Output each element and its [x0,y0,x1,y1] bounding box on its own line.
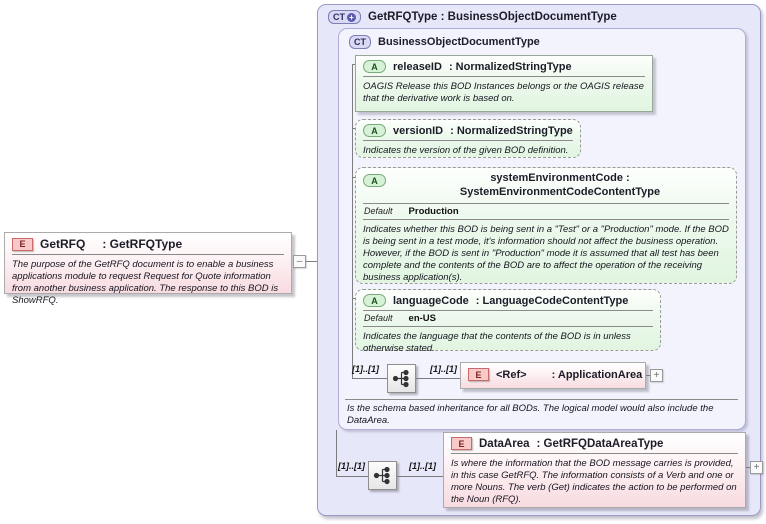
divider [363,202,729,204]
attribute-type: : LanguageCodeContentType [475,294,629,307]
spine-tick [352,64,355,65]
attribute-type: : NormalizedStringType [450,124,573,137]
default-label: Default [364,205,393,216]
element-name: GetRFQ [40,237,86,251]
divider [363,310,653,311]
divider [363,76,645,77]
attribute-type: : NormalizedStringType [448,60,572,73]
attribute-annotation: Indicates whether this BOD is being sent… [363,223,729,284]
element-badge: E [12,237,33,251]
element-box-dataarea[interactable]: E DataArea : GetRFQDataAreaType Is where… [443,432,746,508]
collapse-toggle-icon[interactable]: – [293,255,306,268]
spine-tick [352,128,355,129]
attribute-spine-line [352,64,353,379]
spine-tick [352,177,355,178]
divider [345,399,738,400]
attribute-title: systemEnvironmentCode : SystemEnvironmen… [459,172,661,198]
attribute-box-releaseid[interactable]: A releaseID : NormalizedStringType OAGIS… [355,55,653,112]
attribute-name: languageCode [393,294,469,307]
element-type: : GetRFQType [102,237,183,251]
attribute-box-systemenvironmentcode[interactable]: A systemEnvironmentCode : SystemEnvironm… [355,167,737,284]
ct-badge-label: CT [333,12,345,22]
element-name: <Ref> [496,368,527,381]
base-type-badge: CT [349,35,371,49]
sequence-compositor-icon[interactable] [387,364,416,393]
default-value: Production [408,205,459,217]
connector-line [336,476,368,477]
connector-line [352,378,387,379]
expand-toggle-icon[interactable]: + [650,369,663,382]
element-annotation: Is where the information that the BOD me… [451,458,737,506]
attribute-name: releaseID [393,60,442,73]
divider [363,140,573,141]
spine-tick [352,298,355,299]
connector-line [336,430,337,476]
attribute-badge: A [363,174,386,187]
attribute-badge: A [363,124,386,137]
attribute-annotation: Indicates the version of the given BOD d… [363,145,569,156]
attribute-badge: A [363,294,386,307]
connector-line [746,467,750,468]
connector-line [646,375,650,376]
sequence-glyph [392,369,409,388]
base-type-title: BusinessObjectDocumentType [378,36,540,48]
element-type: : GetRFQDataAreaType [536,437,664,450]
cardinality-label: [1]..[1] [352,364,379,374]
attribute-box-versionid[interactable]: A versionID : NormalizedStringType Indic… [355,119,581,158]
connector-line [306,261,318,262]
complex-type-title: GetRFQType : BusinessObjectDocumentType [368,11,617,23]
element-box-applicationarea-ref[interactable]: E <Ref> : ApplicationArea [460,362,646,389]
element-annotation: The purpose of the GetRFQ document is to… [12,259,279,307]
sequence-glyph [373,466,390,485]
sequence-compositor-icon[interactable] [368,461,397,490]
element-box-getrfq[interactable]: E GetRFQ : GetRFQType The purpose of the… [4,232,292,306]
default-value: en-US [408,313,436,324]
divider [363,326,653,327]
attribute-name: versionID [393,124,444,137]
connector-line [416,378,460,379]
divider [12,254,284,255]
default-label: Default [364,313,393,323]
element-badge: E [451,437,472,450]
attribute-annotation: OAGIS Release this BOD Instances belongs… [363,81,644,105]
derived-plus-icon: + [347,12,356,22]
attribute-annotation: Indicates the language that the contents… [363,331,631,355]
cardinality-label: [1]..[1] [338,461,365,471]
element-type: : ApplicationArea [551,368,643,381]
divider [451,453,738,454]
cardinality-label: [1]..[1] [430,364,457,374]
connector-line [397,476,443,477]
attribute-badge: A [363,60,386,73]
attribute-box-languagecode[interactable]: A languageCode : LanguageCodeContentType… [355,289,661,354]
base-type-annotation: Is the schema based inheritance for all … [347,403,714,427]
element-name: DataArea [479,437,530,450]
element-badge: E [468,368,489,381]
divider [363,218,729,220]
expand-toggle-icon[interactable]: + [750,461,763,474]
complex-type-badge: CT + [328,10,361,24]
cardinality-label: [1]..[1] [409,461,436,471]
